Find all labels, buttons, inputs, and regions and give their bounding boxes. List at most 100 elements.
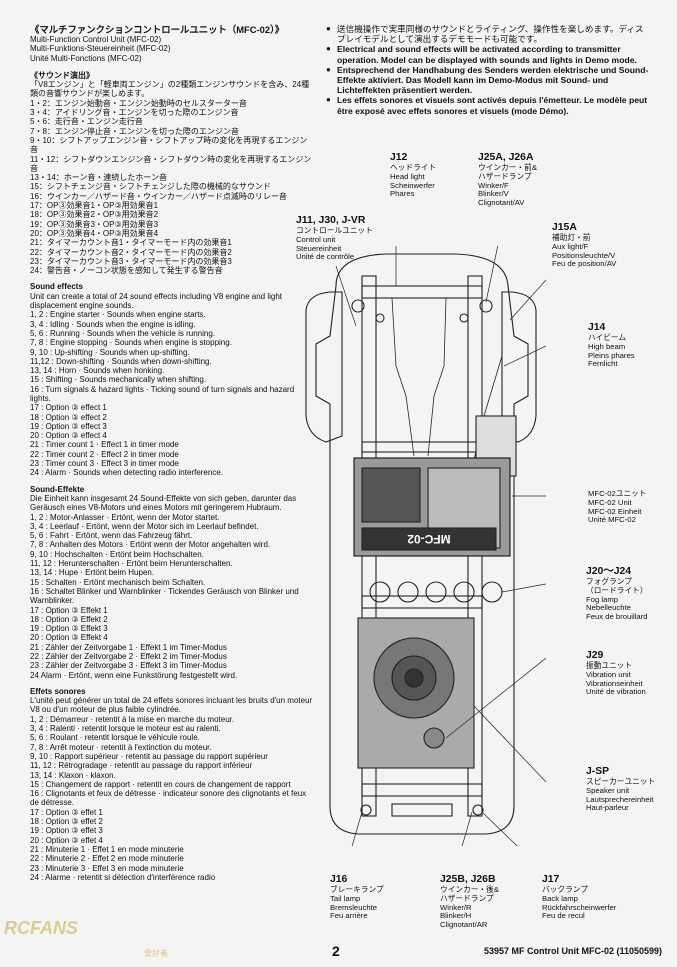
label-mfc-lines-item: MFC-02 Unit <box>588 497 632 507</box>
sound-fr-list-item: 13, 14 : Klaxon · klaxon. <box>30 770 116 780</box>
leader-j15a <box>509 279 546 321</box>
label-j12-lines-item: ヘッドライト <box>390 163 437 172</box>
sound-ja-list-item: 23：タイマーカウント音3・タイマーモード内の効果音3 <box>30 256 232 266</box>
label-j25a-lines-item: Winker/F <box>478 180 509 190</box>
sound-de-list-item: 23 : Zähler der Zeitvorgabe 3 · Effekt 3… <box>30 661 227 671</box>
label-j25b-lines-item: Clignotant/AR <box>440 920 488 930</box>
vibration-motor <box>423 727 445 749</box>
leader-j25a <box>485 246 499 303</box>
sound-en-list-item: 20 : Option ③ effect 4 <box>30 431 107 441</box>
label-j12-lines-item: Scheinwerfer <box>390 180 435 190</box>
sound-fr-list-item: 18 : Option ③ effet 2 <box>30 817 103 827</box>
speaker-dust-cap <box>404 668 424 688</box>
speaker-unit <box>357 617 475 769</box>
title-ja: 《マルチファンクションコントロールユニット（MFC-02）》 <box>30 24 285 35</box>
label-j17-lines-item: Rückfahrscheinwerfer <box>542 902 617 912</box>
label-j20-lines-item: Nebelleuchte <box>586 603 631 613</box>
label-j11-lines-item: Unité de contrôle <box>296 252 355 262</box>
label-j14-lines-item: Fernlicht <box>588 359 618 369</box>
sound-en-list-item: 11,12 : Down-shifting · Sounds when down… <box>30 356 212 366</box>
sound-en-list-item: 24 : Alarm · Sounds when detecting radio… <box>30 468 223 478</box>
sound-ja-list-item: 3・4：アイドリング音・エンジンを切った際のエンジン音 <box>30 108 239 118</box>
sound-de-list-item: 17 : Option ③ Effekt 1 <box>30 605 108 615</box>
label-j17-lines-item: Back lamp <box>542 893 578 903</box>
sound-fr-list: 1, 2 : Démarreur · retentit à la mise en… <box>30 715 315 882</box>
mfc-label-plate <box>361 527 497 551</box>
sound-de-list-item: 1, 2 : Motor-Anlasser · Ertönt, wenn der… <box>30 512 220 522</box>
sound-ja-list-item: 22：タイマーカウント音2・タイマーモード内の効果音2 <box>30 247 232 257</box>
label-j25b-lines-item: Blinker/H <box>440 911 472 921</box>
label-j14-lines-item: High beam <box>588 341 626 351</box>
sound-de-list-item: 21 : Zähler der Zeitvorgabe 1 · Effekt 1… <box>30 642 227 652</box>
fog-lamp-2 <box>397 581 419 603</box>
leader-j25b <box>461 811 473 846</box>
sound-de-heading: Sound-Effekte <box>30 484 85 494</box>
sound-en-list-item: 13, 14 : Horn · Sounds when honking. <box>30 366 165 376</box>
leader-jsp <box>473 705 546 783</box>
page-number: 2 <box>332 943 340 959</box>
sound-ja-list-item: 18：OP③効果音2・OP③用効果音2 <box>30 210 159 220</box>
sound-de-list-item: 3, 4 : Leerlauf · Ertönt, wenn der Motor… <box>30 521 259 531</box>
sound-de-list-item: 11, 12 : Herunterschalten · Ertönt beim … <box>30 559 233 569</box>
sound-en-list-item: 16 : Turn signals & hazard lights · Tick… <box>30 384 295 403</box>
sound-en-list: 1, 2 : Engine starter · Sounds when engi… <box>30 310 315 477</box>
sound-fr-list-item: 19 : Option ③ effet 3 <box>30 826 103 836</box>
title-de: Multi-Funktions-Steuereinheit (MFC-02) <box>30 44 171 54</box>
label-j15a-lines-item: Aux light/F <box>552 241 589 251</box>
sound-fr-list-item: 3, 4 : Ralenti · retentit lorsque le mot… <box>30 724 221 734</box>
sound-ja-list-item: 9・10：シフトアップエンジン音・シフトアップ時の変化を再現するエンジン音 <box>30 135 308 155</box>
sound-de-list-item: 15 : Schalten · Ertönt mechanisch beim S… <box>30 577 206 587</box>
center-cross-member <box>361 595 483 609</box>
label-j29-lines-item: Vibration unit <box>586 669 631 679</box>
sound-de-list-item: 19 : Option ③ Effekt 3 <box>30 624 108 634</box>
label-j16-lines-item: Feu arrière <box>330 911 368 921</box>
aux-light-left <box>375 313 385 323</box>
sound-en-list-item: 18 : Option ③ effect 2 <box>30 412 107 422</box>
mfc-unit-board <box>361 467 421 523</box>
sound-de-list-item: 7, 8 : Anhalten des Motors · Ertönt wenn… <box>30 540 271 550</box>
rear-cross-member <box>361 783 483 797</box>
sound-fr-list-item: 22 : Minuterie 2 · Effet 2 en mode minut… <box>30 854 184 864</box>
leader-j16 <box>351 811 363 846</box>
note-de: Entsprechend der Handhabung des Senders … <box>326 65 651 96</box>
sound-de-list-item: 5, 6 : Fahrt · Ertönt, wenn das Fahrzeug… <box>30 531 193 541</box>
head-light-right <box>479 299 493 313</box>
label-j29-lines-item: Unité de vibration <box>586 687 646 697</box>
label-j11-lines-item: コントロールユニット <box>296 226 373 235</box>
sound-de-list-item: 22 : Zähler der Zeitvorgabe 2 · Effekt 2… <box>30 652 227 661</box>
wire-harness-2 <box>427 297 447 457</box>
label-j29-lines-item: Vibrationseinheit <box>586 678 643 688</box>
watermark-sub: 爱好者 <box>144 949 168 958</box>
tail-lamp-right <box>472 804 484 816</box>
tail-lamp-left <box>360 804 372 816</box>
label-j25b-code: J25B, J26B <box>440 874 496 885</box>
sound-fr-list-item: 24 : Alarme · retentit si détection d'in… <box>30 872 216 882</box>
label-j17-lines-item: Feu de recul <box>542 911 585 921</box>
fog-lamp-3 <box>425 581 447 603</box>
leader-j14 <box>503 345 546 367</box>
sound-ja-list-item: 13・14：ホーン音・連続したホーン音 <box>30 173 167 183</box>
sound-ja-list-item: 17：OP③効果音1・OP③用効果音1 <box>30 201 159 211</box>
sound-ja-list-item: 16：ウインカー／ハザード音・ウインカー／ハザード点滅時のリレー音 <box>30 191 287 201</box>
label-jsp-lines-item: Lautsprechereinheit <box>586 794 654 804</box>
chassis-outline <box>315 253 529 835</box>
label-j14-lines-item: ハイビーム <box>588 333 627 342</box>
label-j15a-lines-item: Feu de position/AV <box>552 259 617 269</box>
title-fr: Unité Multi-Fonctions (MFC-02) <box>30 53 142 63</box>
label-j12-code: J12 <box>390 152 408 163</box>
label-j15a-lines-item: Positionsleuchte/V <box>552 250 616 260</box>
sound-en-list-item: 3, 4 : Idling · Sounds when the engine i… <box>30 319 196 329</box>
sound-de-list-item: 16 : Schaltet Blinker und Warnblinker · … <box>30 586 299 606</box>
